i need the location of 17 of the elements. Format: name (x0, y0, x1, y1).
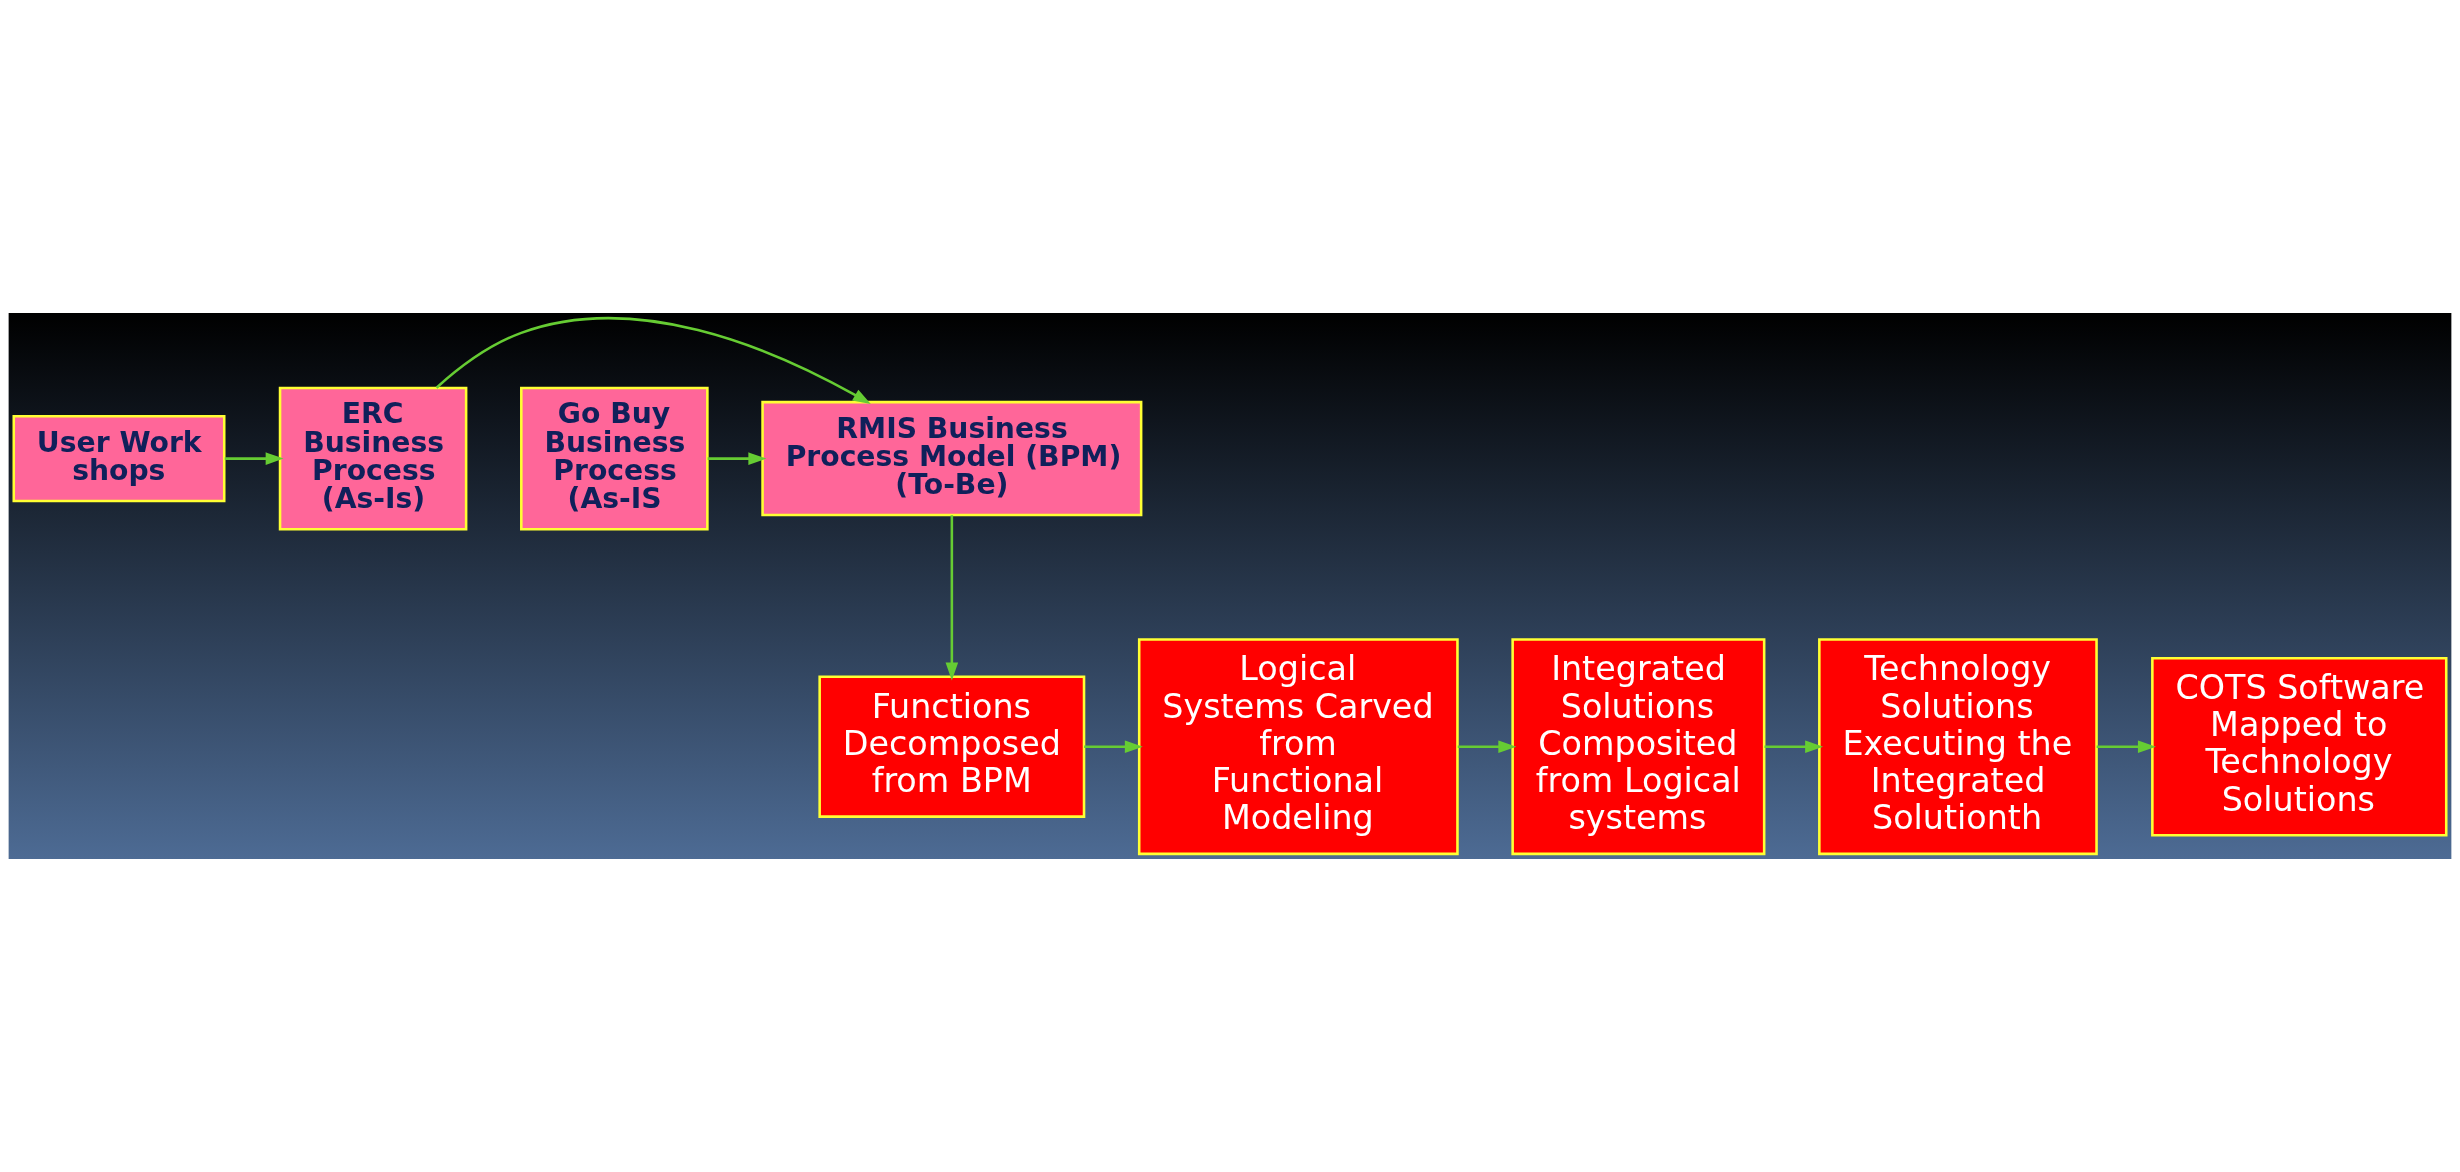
node-box: RMIS Business Process Model (BPM) (To-Be) (761, 400, 1143, 517)
arrow (707, 452, 767, 465)
node-box: Logical Systems Carved from Functional Modeling (1137, 638, 1459, 856)
node-box: Integrated Solutions Composited from Logical systems (1511, 638, 1766, 856)
node-box: User Work shops (12, 415, 226, 503)
arrow (224, 452, 284, 465)
node-box: Technology Solutions Executing the Integrated Solutionth (1818, 638, 2098, 856)
node-box: Functions Decomposed from BPM (818, 675, 1086, 818)
arrow (2096, 740, 2156, 753)
arrow (945, 515, 959, 681)
node-box: COTS Software Mapped to Technology Solutions (2151, 656, 2448, 837)
arrow (435, 316, 871, 405)
node-box: Go Buy Business Process (As-IS (520, 386, 709, 531)
arrow (1084, 740, 1143, 753)
arrow (1764, 740, 1824, 753)
node-box: ERC Business Process (As-Is) (278, 386, 468, 531)
arrow (1457, 740, 1517, 753)
